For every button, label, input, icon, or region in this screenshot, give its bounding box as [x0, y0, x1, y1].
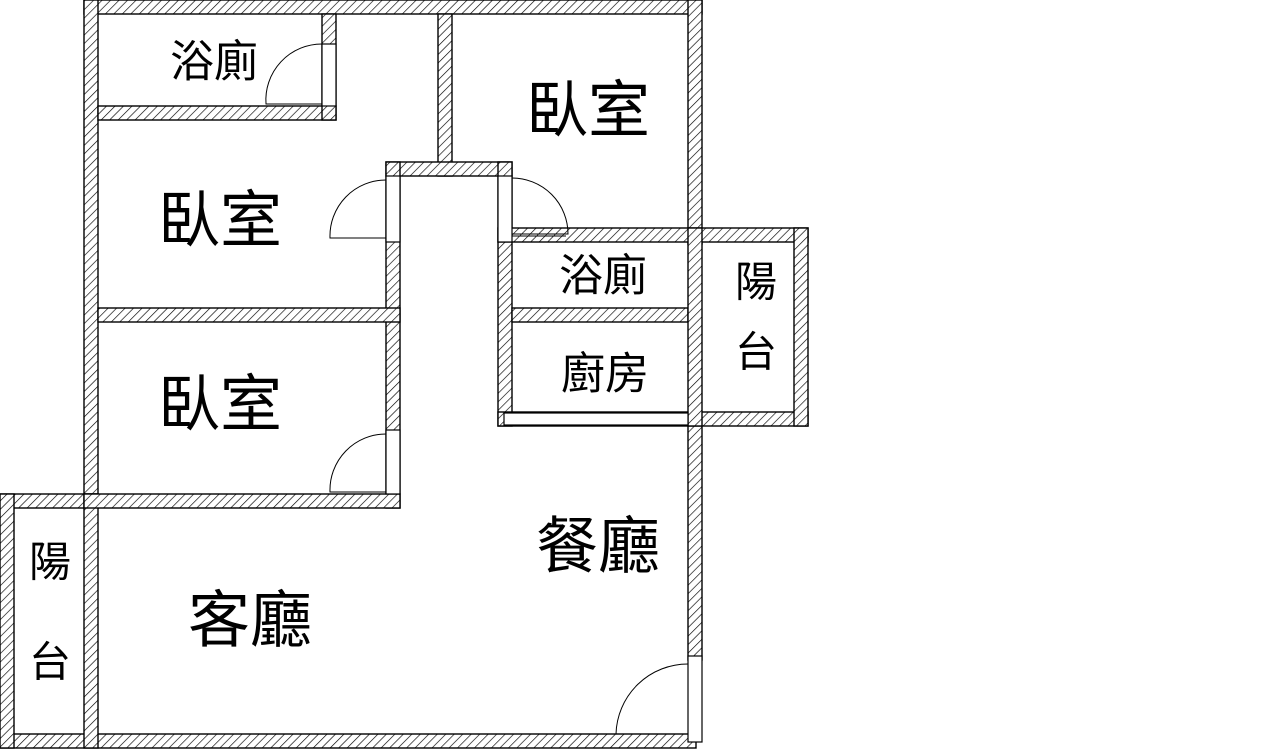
door-bedroom-mid	[385, 175, 401, 243]
wall-bath-top-bottom	[97, 105, 337, 121]
wall-outer-right-lower	[687, 411, 703, 661]
door-bath-top	[321, 43, 337, 107]
label-balcony-right-1: 陽	[735, 258, 777, 307]
label-bedroom-lower: 臥室	[158, 368, 282, 441]
windows	[503, 412, 689, 426]
label-bath-top: 浴廁	[170, 37, 258, 88]
door-swing-entrance	[615, 663, 689, 735]
room-labels: 浴廁 臥室 臥室 臥室 浴廁 廚房 餐廳 客廳 陽 台 陽 台	[29, 37, 777, 687]
door-bedroom-lower	[385, 429, 401, 495]
label-dining: 餐廳	[536, 510, 660, 583]
door-swing-bedroom-lower	[329, 433, 387, 493]
wall-bath-kitchen-divider	[511, 307, 689, 323]
wall-bedroom-lower-bottom	[83, 493, 401, 509]
doors	[265, 43, 703, 743]
wall-bedroom-divider	[97, 307, 401, 323]
label-bedroom-mid: 臥室	[158, 184, 282, 257]
door-swing-bath-top	[265, 43, 323, 105]
wall-outer-right-upper	[687, 0, 703, 245]
walls	[0, 0, 809, 749]
wall-outer-top	[83, 0, 703, 15]
wall-balcony-left-outer	[0, 493, 15, 749]
wall-core-mid	[687, 227, 703, 427]
wall-bedroom-tr-left	[437, 13, 453, 177]
label-bedroom-top-right: 臥室	[526, 74, 650, 147]
label-balcony-left-2: 台	[29, 638, 71, 687]
wall-core-top	[497, 227, 809, 243]
label-kitchen: 廚房	[561, 349, 649, 400]
wall-balcony-left-inner	[83, 493, 99, 749]
wall-corridor-header	[385, 161, 513, 177]
window-kitchen	[503, 412, 689, 426]
door-swing-bedroom-mid	[329, 179, 387, 239]
door-entrance	[687, 655, 703, 743]
door-bedroom-top-right	[497, 175, 513, 243]
wall-outer-bottom	[0, 733, 697, 749]
label-balcony-right-2: 台	[735, 328, 777, 377]
label-living: 客廳	[188, 584, 312, 657]
wall-balcony-right-outer	[793, 227, 809, 427]
label-balcony-left-1: 陽	[29, 538, 71, 587]
wall-outer-left-upper	[83, 0, 99, 509]
door-swing-bedroom-top-right	[511, 177, 569, 235]
label-bath-right: 浴廁	[559, 251, 647, 302]
